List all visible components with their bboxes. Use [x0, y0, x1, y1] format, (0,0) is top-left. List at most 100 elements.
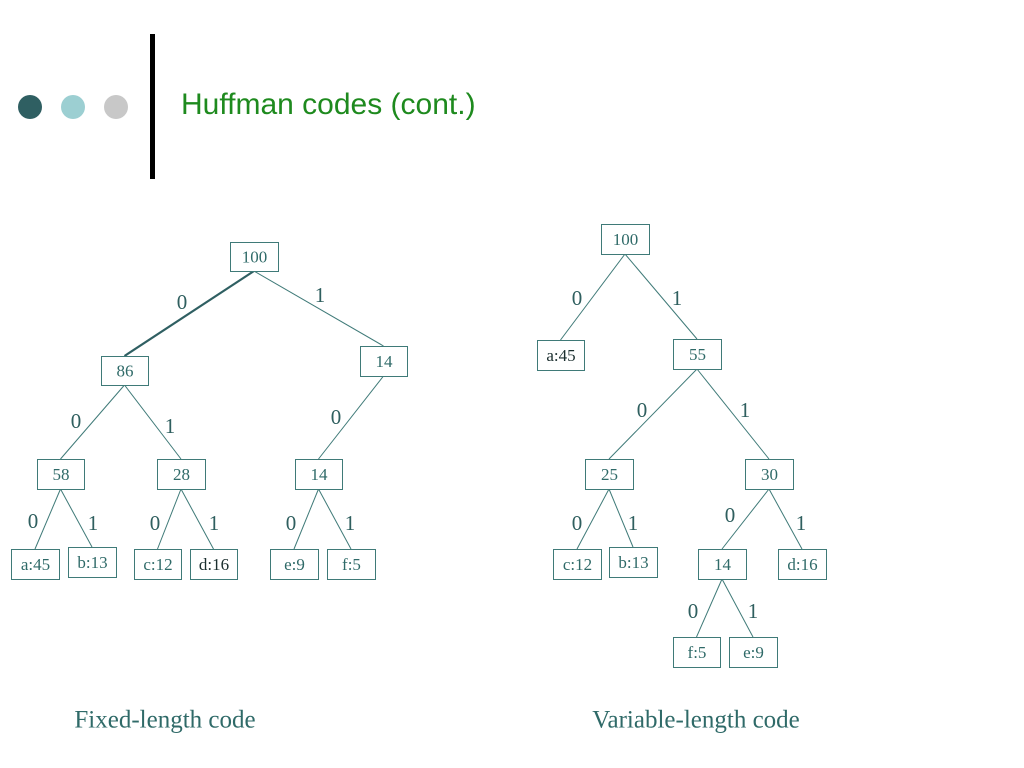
- node-box: [230, 242, 279, 272]
- edge-label: 1: [796, 511, 807, 535]
- tree-node-n58: 58: [37, 459, 85, 490]
- tree-node-a: a:45: [537, 340, 585, 371]
- node-label: b:13: [618, 553, 648, 572]
- tree-edge-n30-d: [768, 488, 803, 550]
- node-box: [134, 549, 182, 580]
- tree-edge-r-n55: [624, 253, 698, 340]
- node-box: [553, 549, 602, 580]
- node-label: 14: [376, 352, 394, 371]
- tree-node-d: d:16: [778, 549, 827, 580]
- bullet-dot-dark: [18, 95, 42, 119]
- node-label: d:16: [199, 555, 229, 574]
- node-label: 28: [173, 465, 190, 484]
- tree-edge-n58-a: [34, 488, 61, 550]
- tree-node-c: c:12: [134, 549, 182, 580]
- title-divider: [150, 34, 155, 179]
- tree-node-n28: 28: [157, 459, 206, 490]
- edge-label: 0: [150, 511, 161, 535]
- edge-label: 0: [637, 398, 648, 422]
- bullet-dot-gray: [104, 95, 128, 119]
- tree-edge-r-a: [560, 253, 626, 341]
- node-label: c:12: [143, 555, 172, 574]
- node-box: [327, 549, 376, 580]
- tree-node-a: a:45: [11, 549, 60, 580]
- tree-edge-n14b-e: [293, 488, 319, 550]
- tree-edge-n28-d: [180, 488, 214, 550]
- node-box: [295, 459, 343, 490]
- tree-node-n14a: 14: [360, 346, 408, 377]
- tree-node-n14: 14: [698, 549, 747, 580]
- node-label: 25: [601, 465, 618, 484]
- edge-label: 0: [688, 599, 699, 623]
- tree-edge-n25-b: [608, 488, 634, 548]
- tree-node-f: f:5: [673, 637, 721, 668]
- node-box: [729, 637, 778, 668]
- node-label: e:9: [743, 643, 764, 662]
- tree-edge-r-n86: [123, 270, 255, 357]
- tree-node-n25: 25: [585, 459, 634, 490]
- bullet-dot-light: [61, 95, 85, 119]
- tree-node-n30: 30: [745, 459, 794, 490]
- tree-caption: Variable-length code: [592, 707, 800, 734]
- node-box: [190, 549, 238, 580]
- node-box: [37, 459, 85, 490]
- tree-node-n86: 86: [101, 356, 149, 386]
- tree-edge-n86-n58: [60, 384, 125, 460]
- edge-label: 1: [345, 511, 356, 535]
- node-label: d:16: [787, 555, 817, 574]
- tree-edge-n55-n30: [696, 368, 770, 460]
- node-label: b:13: [77, 553, 107, 572]
- node-box: [601, 224, 650, 255]
- tree-edge-n58-b: [60, 488, 93, 548]
- node-label: 14: [311, 465, 329, 484]
- tree-edge-n14b-f: [318, 488, 352, 550]
- edge-label: 1: [315, 283, 326, 307]
- edge-label: 0: [71, 409, 82, 433]
- node-box: [609, 547, 658, 578]
- node-label: 58: [53, 465, 70, 484]
- tree-node-r: 100: [230, 242, 279, 272]
- edge-label: 1: [628, 511, 639, 535]
- node-box: [537, 340, 585, 371]
- tree-edge-r-n14a: [253, 270, 384, 347]
- edge-label: 1: [740, 398, 751, 422]
- node-label: a:45: [21, 555, 50, 574]
- edge-label: 0: [177, 290, 188, 314]
- node-label: c:12: [563, 555, 592, 574]
- edge-label: 1: [209, 511, 220, 535]
- tree-edge-n86-n28: [124, 384, 182, 460]
- node-box: [157, 459, 206, 490]
- node-label: 30: [761, 465, 778, 484]
- node-label: 14: [714, 555, 732, 574]
- edge-label: 1: [165, 414, 176, 438]
- node-label: f:5: [342, 555, 361, 574]
- tree-node-b: b:13: [609, 547, 658, 578]
- node-box: [698, 549, 747, 580]
- tree-edge-n30-n14: [721, 488, 770, 550]
- tree-node-e: e:9: [729, 637, 778, 668]
- tree-node-c: c:12: [553, 549, 602, 580]
- node-box: [11, 549, 60, 580]
- node-label: 100: [242, 248, 268, 267]
- tree-node-e: e:9: [270, 549, 319, 580]
- tree-edge-n55-n25: [608, 368, 698, 460]
- tree-node-f: f:5: [327, 549, 376, 580]
- node-box: [585, 459, 634, 490]
- tree-node-d: d:16: [190, 549, 238, 580]
- tree-node-n14b: 14: [295, 459, 343, 490]
- node-label: e:9: [284, 555, 305, 574]
- node-label: 100: [613, 230, 639, 249]
- tree-edge-n14-f: [696, 578, 723, 638]
- node-label: a:45: [546, 346, 575, 365]
- node-label: 55: [689, 345, 706, 364]
- tree-node-b: b:13: [68, 547, 117, 578]
- node-box: [778, 549, 827, 580]
- tree-edge-n14-e: [721, 578, 754, 638]
- tree-caption: Fixed-length code: [74, 707, 255, 734]
- edge-label: 0: [331, 405, 342, 429]
- edge-label: 0: [572, 286, 583, 310]
- edge-label: 0: [28, 509, 39, 533]
- tree-node-n55: 55: [673, 339, 722, 370]
